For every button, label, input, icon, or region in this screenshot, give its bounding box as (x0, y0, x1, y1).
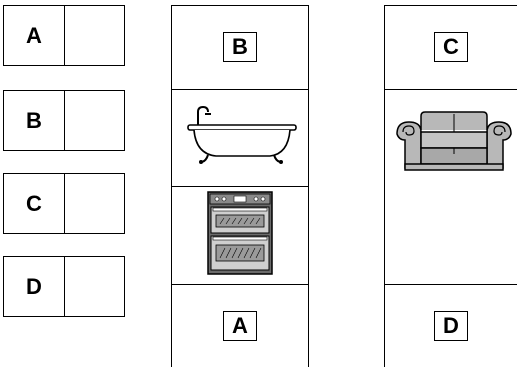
oven-icon (207, 191, 273, 275)
divider (384, 89, 517, 90)
room-label-c: C (434, 32, 468, 62)
bathtub-icon (186, 104, 298, 166)
answer-box-b: B (3, 90, 125, 151)
divider (171, 284, 309, 285)
answer-blank[interactable] (65, 91, 124, 150)
answer-blank[interactable] (65, 6, 124, 65)
divider (384, 284, 517, 285)
answer-box-a: A (3, 5, 125, 66)
answer-letter: D (4, 257, 65, 316)
armchair-icon (395, 110, 513, 174)
divider (171, 186, 309, 187)
room-label-d: D (434, 311, 468, 341)
answer-box-c: C (3, 173, 125, 234)
answer-blank[interactable] (65, 257, 124, 316)
answer-blank[interactable] (65, 174, 124, 233)
answer-box-d: D (3, 256, 125, 317)
answer-letter: C (4, 174, 65, 233)
answer-letter: B (4, 91, 65, 150)
room-label-a: A (223, 311, 257, 341)
room-label-b: B (223, 32, 257, 62)
divider (171, 89, 309, 90)
answer-letter: A (4, 6, 65, 65)
